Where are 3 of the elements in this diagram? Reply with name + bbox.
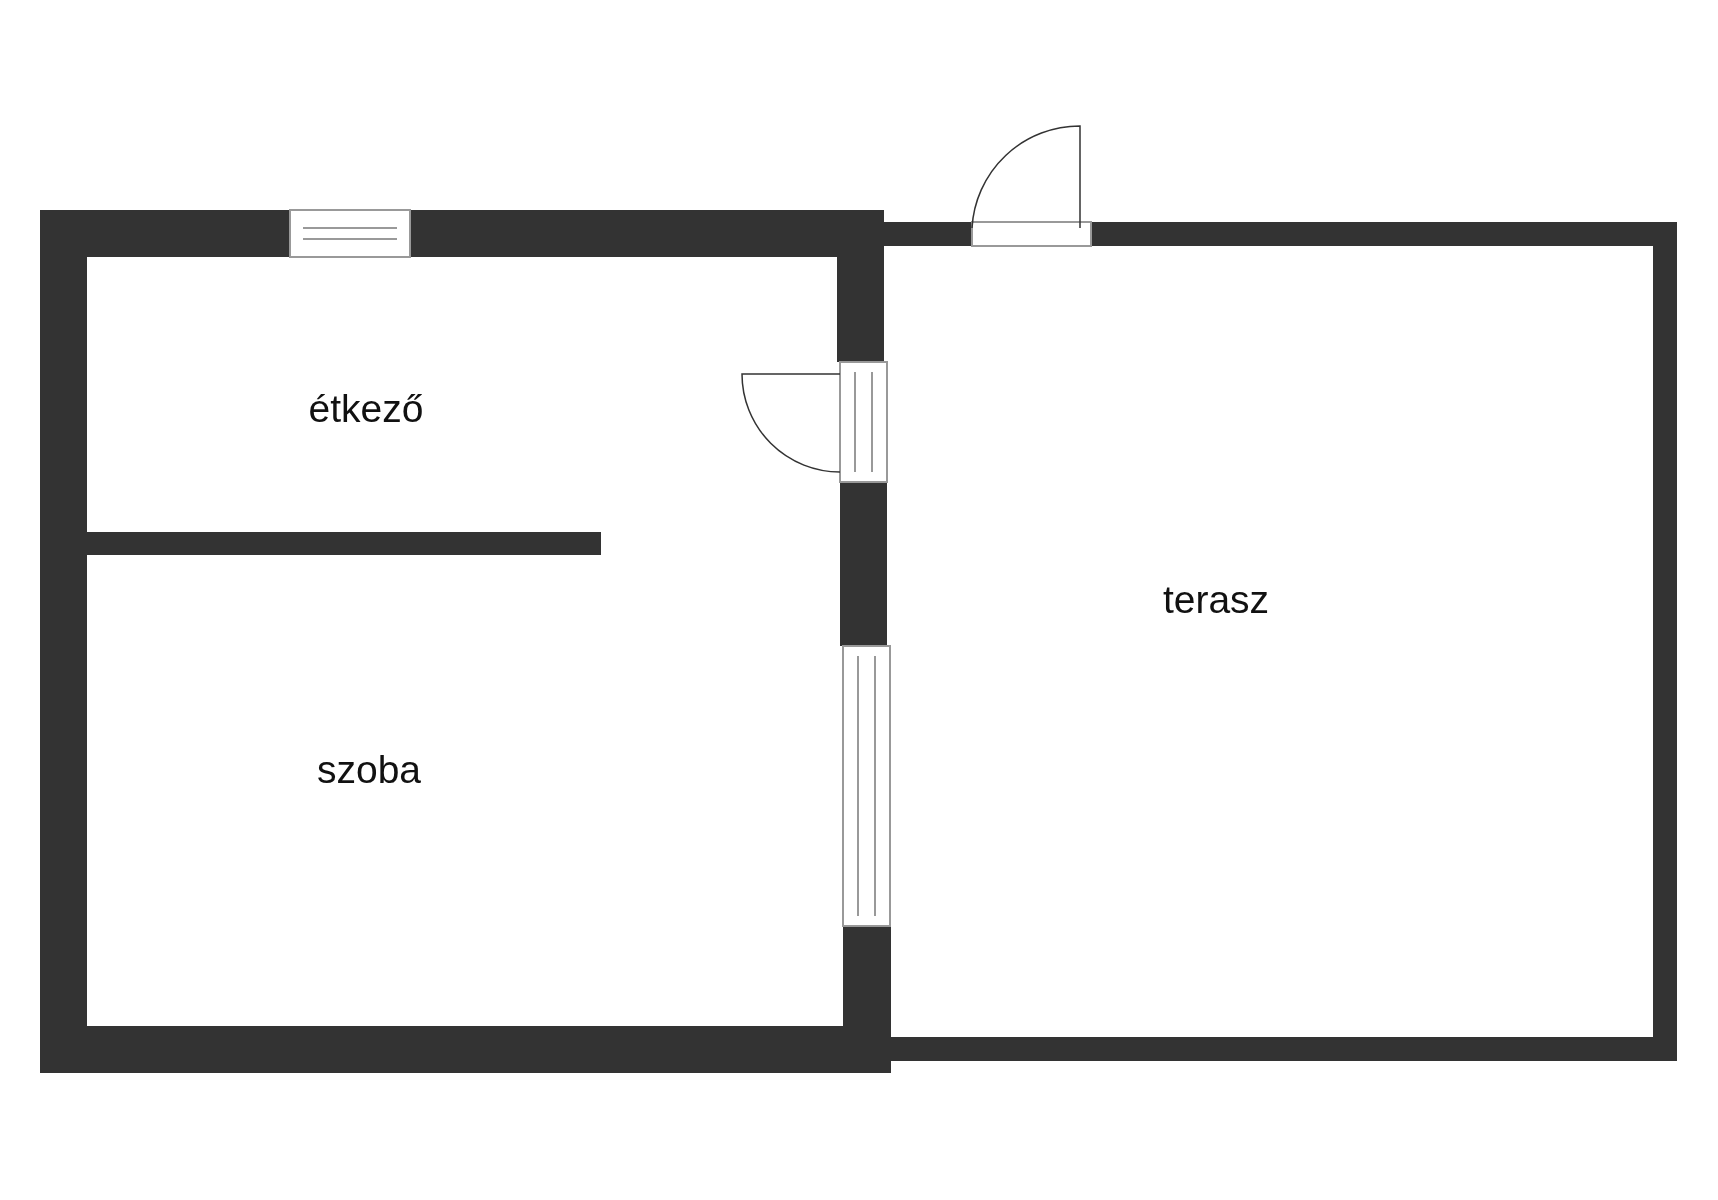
room-label: terasz <box>1162 578 1270 622</box>
room-label: szoba <box>316 748 422 792</box>
room-label: étkező <box>308 387 424 431</box>
